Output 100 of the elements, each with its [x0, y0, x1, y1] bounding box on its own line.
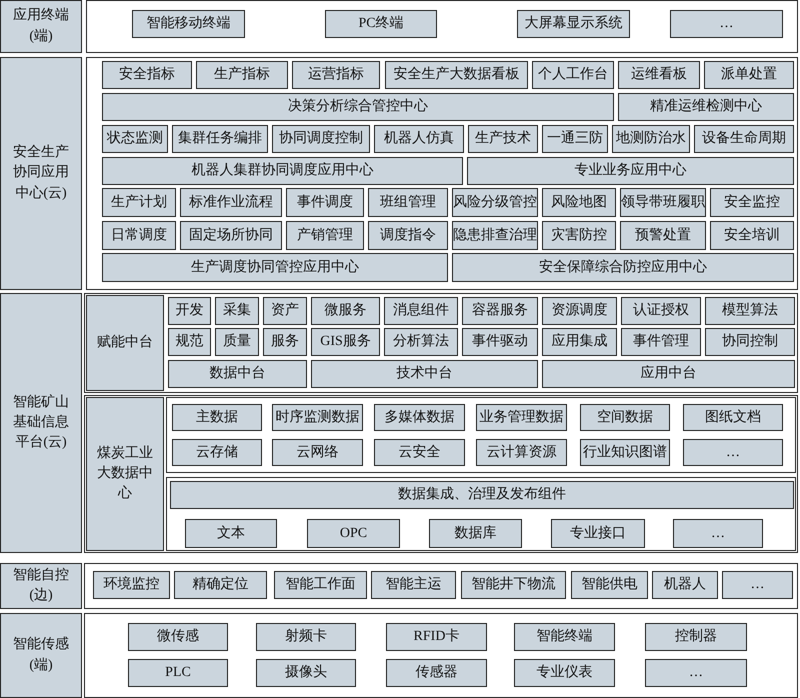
module-box: 行业知识图谱	[580, 439, 670, 466]
module-box: 技术中台	[311, 360, 538, 388]
module-box: 隐患排查治理	[452, 221, 538, 250]
module-box: 集群任务编排	[172, 125, 268, 153]
module-box: 数据库	[429, 519, 522, 548]
module-box: 机器人仿真	[374, 125, 464, 153]
module-box: 分析算法	[384, 328, 458, 356]
module-box: …	[722, 571, 793, 599]
module-box: 应用中台	[542, 360, 795, 388]
module-box: 微传感	[128, 623, 228, 651]
module-box: 协同控制	[705, 328, 795, 356]
module-box: 云网络	[272, 439, 363, 466]
module-box: 班组管理	[368, 188, 448, 217]
module-box: 生产技术	[468, 125, 538, 153]
module-box: 预警处置	[620, 221, 706, 250]
module-box: …	[645, 659, 747, 687]
layer-panel	[84, 613, 798, 698]
module-box: 智能移动终端	[132, 10, 245, 38]
module-box: 规范	[168, 328, 211, 356]
module-box: 云安全	[374, 439, 465, 466]
module-box: 决策分析综合管控中心	[102, 93, 614, 121]
module-box: OPC	[307, 519, 400, 548]
module-box: 智能主运	[371, 571, 456, 599]
module-box: 机器人集群协同调度应用中心	[102, 157, 463, 185]
module-box: GIS服务	[311, 328, 380, 356]
module-box: 精确定位	[174, 571, 267, 599]
module-box: 应用集成	[542, 328, 617, 356]
module-box: 派单处置	[704, 61, 794, 89]
module-box: 摄像头	[256, 659, 356, 687]
module-box: 数据集成、治理及发布组件	[170, 481, 794, 509]
module-box: 模型算法	[705, 297, 795, 325]
module-box: 固定场所协同	[180, 221, 282, 250]
module-box: 风险分级管控	[452, 188, 538, 217]
module-box: 事件驱动	[462, 328, 538, 356]
module-box: 空间数据	[580, 404, 670, 431]
module-box: 大屏幕显示系统	[517, 10, 630, 38]
module-box: 射频卡	[256, 623, 356, 651]
module-box: 主数据	[172, 404, 262, 431]
module-box: 生产调度协同管控应用中心	[102, 253, 448, 282]
module-box: 环境监控	[93, 571, 170, 599]
layer-label: 安全生产协同应用中心(云)	[0, 57, 82, 290]
module-box: 智能供电	[571, 571, 648, 599]
layer-panel	[84, 563, 798, 609]
module-box: 协同调度控制	[272, 125, 370, 153]
module-box: 安全培训	[710, 221, 794, 250]
module-box: PLC	[128, 659, 228, 687]
module-box: 智能工作面	[274, 571, 367, 599]
module-box: 资源调度	[542, 297, 617, 325]
module-box: …	[683, 439, 783, 466]
module-box: 状态监测	[102, 125, 168, 153]
layer-label: 智能矿山基础信息平台(云)	[0, 293, 82, 553]
module-box: 个人工作台	[532, 61, 614, 89]
module-box: 多媒体数据	[374, 404, 465, 431]
layer-label: 智能传感(端)	[0, 613, 82, 698]
layer-panel	[166, 397, 796, 473]
module-box: 智能终端	[514, 623, 615, 651]
module-box: 事件管理	[621, 328, 701, 356]
module-box: 安全保障综合防控应用中心	[452, 253, 794, 282]
module-box: 控制器	[645, 623, 747, 651]
layer-panel	[86, 57, 798, 290]
layer-label: 智能自控(边)	[0, 563, 82, 609]
module-box: 安全生产大数据看板	[385, 61, 528, 89]
module-box: 智能井下物流	[461, 571, 566, 599]
module-box: 机器人	[652, 571, 718, 599]
module-box: 采集	[215, 297, 259, 325]
module-box: 业务管理数据	[476, 404, 567, 431]
module-box: 认证授权	[621, 297, 701, 325]
module-box: 生产指标	[196, 61, 288, 89]
module-box: 产销管理	[286, 221, 364, 250]
module-box: 灾害防控	[542, 221, 616, 250]
module-box: 服务	[263, 328, 307, 356]
module-box: 文本	[185, 519, 277, 548]
module-box: PC终端	[325, 10, 437, 38]
module-box: 领导带班履职	[620, 188, 706, 217]
module-box: 微服务	[311, 297, 380, 325]
layer-panel	[84, 395, 798, 553]
module-box: 云存储	[172, 439, 262, 466]
module-box: 云计算资源	[476, 439, 567, 466]
module-box: 专业仪表	[514, 659, 615, 687]
module-box: 消息组件	[384, 297, 458, 325]
module-box: 风险地图	[542, 188, 616, 217]
module-box: 时序监测数据	[272, 404, 363, 431]
module-box: 质量	[215, 328, 259, 356]
module-box: …	[673, 519, 763, 548]
layer-panel	[166, 477, 796, 551]
module-box: 运维看板	[618, 61, 700, 89]
module-box: 精准运维检测中心	[618, 93, 794, 121]
section-label: 煤炭工业大数据中心	[86, 397, 164, 551]
module-box: 安全监控	[710, 188, 794, 217]
section-label: 赋能中台	[86, 295, 164, 391]
layer-panel	[86, 0, 798, 53]
module-box: 运营指标	[292, 61, 380, 89]
module-box: 调度指令	[368, 221, 448, 250]
layer-label: 应用终端(端)	[0, 0, 82, 53]
module-box: 专业业务应用中心	[467, 157, 794, 185]
module-box: RFID卡	[386, 623, 487, 651]
module-box: 安全指标	[102, 61, 192, 89]
module-box: 日常调度	[102, 221, 176, 250]
module-box: 数据中台	[168, 360, 307, 388]
layer-panel	[84, 293, 798, 393]
